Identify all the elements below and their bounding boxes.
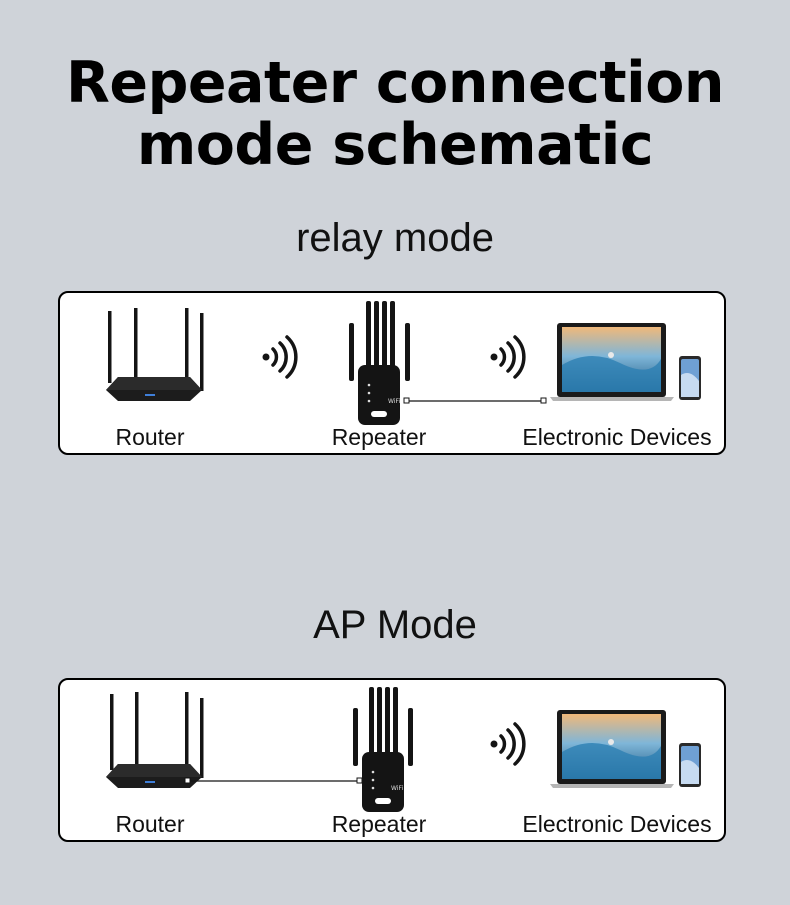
relay-mode-panel: WiFi xyxy=(58,291,726,455)
laptop-icon xyxy=(550,710,674,788)
electronic-devices-label: Electronic Devices xyxy=(522,811,712,837)
repeater-label: Repeater xyxy=(331,424,427,450)
phone-icon xyxy=(679,356,701,400)
cable-icon xyxy=(403,397,547,404)
svg-text:WiFi: WiFi xyxy=(388,398,400,405)
wifi-signal-icon xyxy=(490,335,526,379)
router-label: Router xyxy=(115,811,185,837)
wifi-signal-icon xyxy=(490,722,526,766)
router-icon xyxy=(106,692,204,788)
diagram-title-line2: mode schematic xyxy=(136,112,654,178)
router-icon xyxy=(106,308,204,401)
ap-mode-heading: AP Mode xyxy=(313,603,477,647)
phone-icon xyxy=(679,743,701,787)
laptop-icon xyxy=(550,323,674,401)
svg-text:WiFi: WiFi xyxy=(391,785,403,792)
wifi-signal-icon xyxy=(262,335,298,379)
diagram-title-line1: Repeater connection xyxy=(66,50,724,116)
cable-icon xyxy=(184,777,363,784)
repeater-icon: WiFi xyxy=(353,687,413,812)
electronic-devices-label: Electronic Devices xyxy=(522,424,712,450)
router-label: Router xyxy=(115,424,185,450)
repeater-label: Repeater xyxy=(331,811,427,837)
repeater-icon: WiFi xyxy=(349,301,410,425)
ap-mode-panel: WiFi xyxy=(58,678,726,842)
relay-mode-heading: relay mode xyxy=(296,216,494,260)
